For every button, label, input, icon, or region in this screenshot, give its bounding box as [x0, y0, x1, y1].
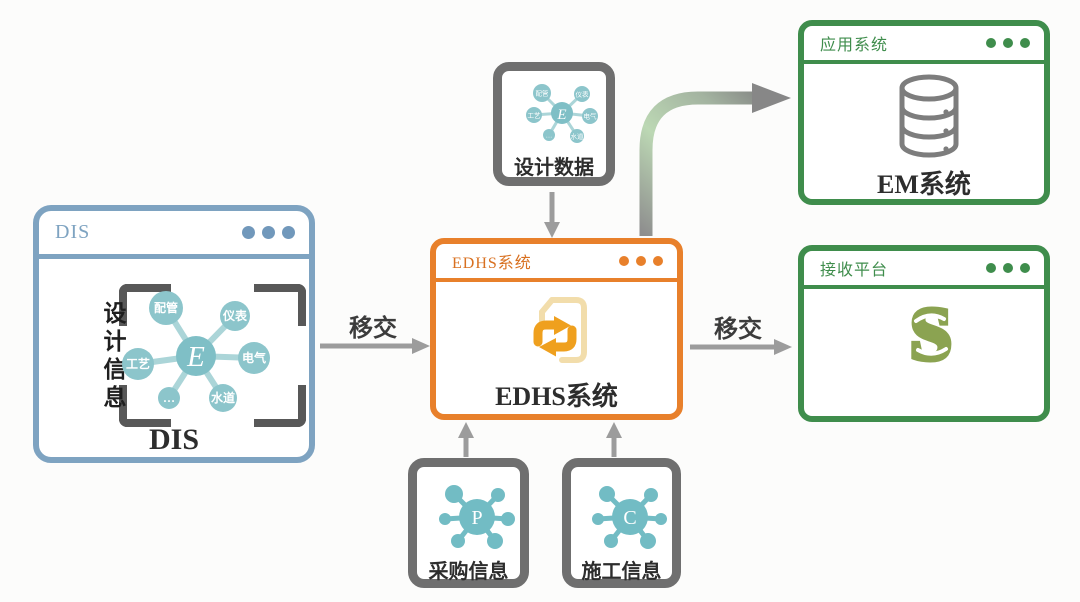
discipline-hub-icon: 配管 仪表 电气 水道 … 工艺 E — [122, 291, 270, 412]
svg-text:电气: 电气 — [242, 350, 266, 365]
em-system-label: EM系统 — [877, 170, 971, 199]
window-dot — [986, 263, 996, 273]
svg-text:配管: 配管 — [536, 89, 550, 98]
window-dots — [986, 263, 1030, 273]
window-dot — [653, 256, 663, 266]
receive-window-title: 接收平台 — [820, 262, 889, 279]
edhs-window: EDHS系统 EDHS系统 — [430, 238, 683, 420]
design-data-hub-icon: 配管 仪表 电气 水道 … 工艺 E — [526, 84, 598, 143]
svg-text:C: C — [623, 507, 636, 529]
svg-text:仪表: 仪表 — [222, 308, 248, 323]
corner-bracket-bottom-left — [119, 385, 171, 427]
svg-text:工艺: 工艺 — [528, 112, 542, 120]
window-dot — [262, 226, 275, 239]
edhs-bottom-label: EDHS系统 — [495, 382, 618, 411]
window-dot — [1003, 38, 1013, 48]
svg-text:S: S — [910, 295, 951, 375]
dis-window-title: DIS — [55, 221, 91, 243]
transfer-label-right: 移交 — [714, 317, 762, 343]
application-system-window: 应用系统 EM系统 — [798, 20, 1050, 205]
app-window-titlebar: 应用系统 — [804, 26, 1044, 64]
app-window-title: 应用系统 — [820, 37, 889, 54]
svg-text:工艺: 工艺 — [126, 356, 150, 371]
procurement-box: P 采购信息 — [408, 458, 529, 588]
window-dot — [986, 38, 996, 48]
arrow-construction-to-edhs — [606, 422, 622, 457]
window-dot — [1020, 38, 1030, 48]
svg-text:仪表: 仪表 — [576, 90, 590, 99]
corner-bracket-top-left — [119, 284, 171, 326]
svg-text:…: … — [163, 391, 175, 405]
window-dot — [242, 226, 255, 239]
receive-window-titlebar: 接收平台 — [804, 251, 1044, 289]
dis-bottom-label: DIS — [148, 423, 200, 456]
receive-platform-window: 接收平台 S — [798, 245, 1050, 422]
document-sync-icon — [533, 297, 587, 363]
edhs-window-title: EDHS系统 — [452, 255, 532, 272]
corner-bracket-top-right — [254, 284, 306, 326]
window-dot — [619, 256, 629, 266]
construction-label: 施工信息 — [581, 561, 662, 583]
corner-bracket-bottom-right — [254, 385, 306, 427]
dis-window: DIS 设计信息 配管 — [33, 205, 315, 463]
svg-text:E: E — [556, 107, 566, 123]
window-dot — [1020, 263, 1030, 273]
window-dots — [619, 256, 663, 266]
construction-box: C 施工信息 — [562, 458, 681, 588]
svg-text:配管: 配管 — [154, 300, 178, 315]
dis-window-titlebar: DIS — [39, 211, 309, 259]
arrow-designdata-to-edhs — [544, 192, 560, 238]
edhs-window-titlebar: EDHS系统 — [436, 244, 677, 282]
arrow-procurement-to-edhs — [458, 422, 474, 457]
svg-text:水道: 水道 — [211, 390, 235, 405]
svg-text:P: P — [471, 507, 482, 529]
design-data-label: 设计数据 — [514, 157, 594, 179]
window-dots — [242, 226, 295, 239]
window-dot — [282, 226, 295, 239]
svg-text:E: E — [186, 341, 205, 373]
design-info-vertical-label: 设计信息 — [100, 301, 125, 413]
design-data-box: 配管 仪表 电气 水道 … 工艺 E 设计数据 — [493, 62, 615, 186]
construction-hub-icon: C — [592, 486, 667, 549]
svg-text:电气: 电气 — [584, 112, 598, 121]
window-dot — [636, 256, 646, 266]
s-logo-icon: S — [907, 295, 954, 375]
window-dots — [986, 38, 1030, 48]
procurement-label: 采购信息 — [428, 561, 509, 583]
window-dot — [1003, 263, 1013, 273]
database-icon — [899, 74, 959, 158]
svg-text:水道: 水道 — [571, 132, 585, 141]
procurement-hub-icon: P — [439, 485, 515, 549]
arrow-edhs-to-app — [639, 83, 791, 236]
svg-text:…: … — [546, 133, 553, 140]
transfer-label-left: 移交 — [349, 316, 397, 342]
